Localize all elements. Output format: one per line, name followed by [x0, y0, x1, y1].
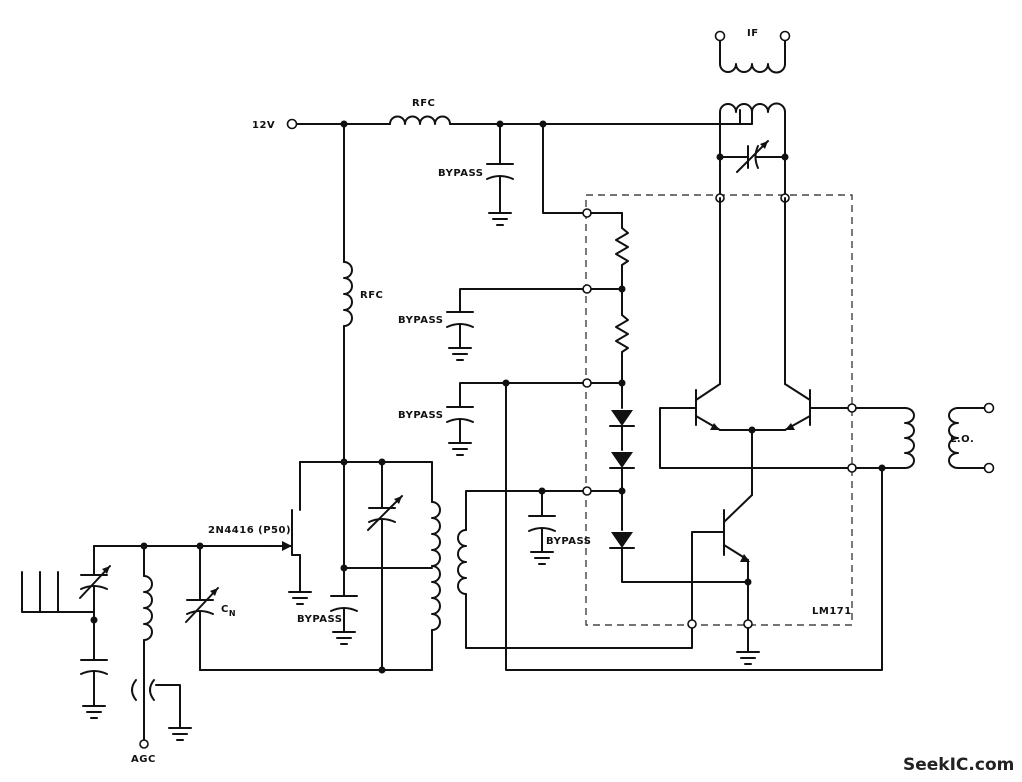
- bypass-label-3: BYPASS: [398, 410, 443, 421]
- bias-chain: [582, 212, 749, 583]
- transistor-label: 2N4416 (P50): [208, 525, 291, 536]
- supply-label: 12V: [252, 120, 275, 131]
- lo-label: L.O.: [950, 434, 974, 445]
- drain-tank: [340, 461, 441, 674]
- watermark: SeekIC.com: [903, 755, 1014, 775]
- agc-label: AGC: [131, 754, 156, 765]
- antenna-input: [21, 545, 111, 719]
- bypass-label-1: BYPASS: [438, 168, 483, 179]
- bypass-label-5: BYPASS: [297, 614, 342, 625]
- fet-2n4416: [269, 458, 433, 605]
- bypass-capacitor-4: [457, 487, 693, 649]
- if-label: IF: [747, 28, 759, 39]
- bypass-capacitor-5: [330, 461, 358, 645]
- current-source-transistor: [687, 494, 760, 665]
- gate-network: [93, 542, 433, 749]
- ic-boundary: [585, 194, 853, 626]
- bypass-capacitor-3: [446, 379, 584, 456]
- bypass-capacitor-2: [446, 288, 584, 361]
- supply-rail: [286, 109, 741, 130]
- rfc-mid-label: RFC: [360, 290, 383, 301]
- bypass-capacitor-1: [486, 123, 514, 226]
- ic-label: LM171: [812, 606, 852, 617]
- if-transformer: [714, 30, 791, 203]
- differential-pair: [659, 197, 857, 496]
- bypass-label-2: BYPASS: [398, 315, 443, 326]
- lo-transformer: [855, 402, 995, 474]
- cn-label: CN: [221, 604, 236, 618]
- bypass-label-4: BYPASS: [546, 536, 591, 547]
- rfc-drain-choke: [343, 123, 353, 463]
- rfc-top-label: RFC: [412, 98, 435, 109]
